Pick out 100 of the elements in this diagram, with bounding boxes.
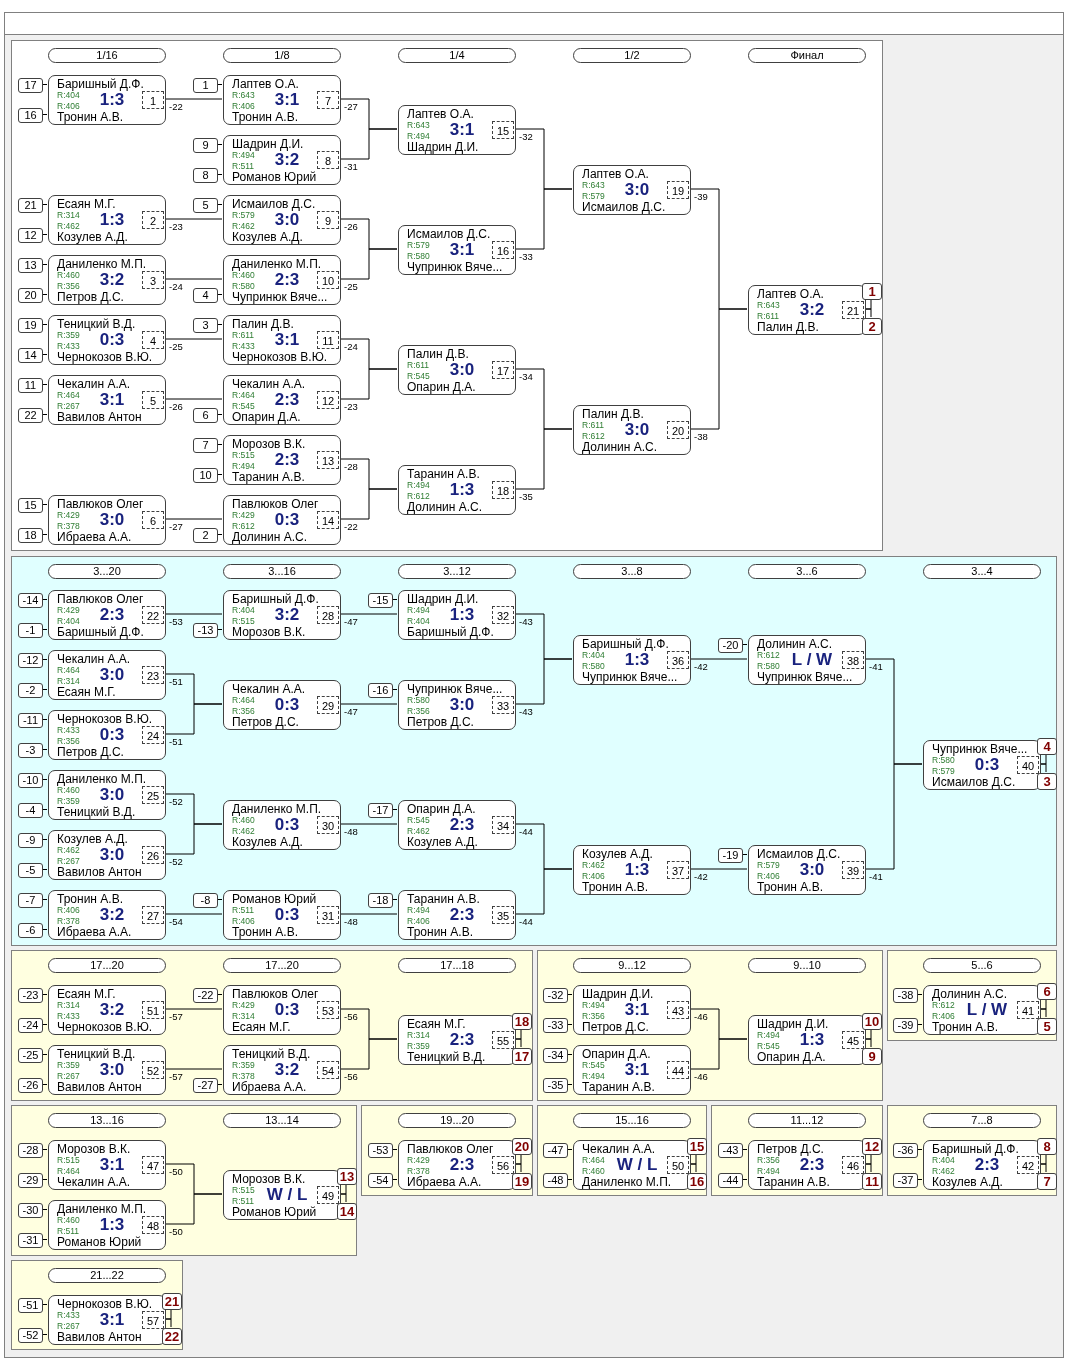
seed-number: -23 [18, 988, 43, 1003]
player-name: Лаптев О.А. [757, 288, 824, 300]
place-number: 19 [512, 1173, 532, 1190]
match-score: 2:3 [798, 1156, 826, 1173]
match-card [573, 1045, 691, 1095]
player-name: Чекалин А.А. [232, 683, 306, 695]
player-name: Есаян М.Г. [232, 1021, 291, 1033]
match-card [748, 285, 866, 335]
edge-label: -50 [168, 1167, 184, 1177]
match-card [48, 75, 166, 125]
round-header: 1/8 [223, 48, 341, 63]
player-rating: R:643 [232, 91, 255, 100]
player-name: Морозов В.К. [232, 438, 306, 450]
connector-line [216, 84, 223, 85]
player-rating: R:460 [232, 816, 255, 825]
edge-label: -25 [168, 342, 184, 352]
edge-label: -38 [693, 432, 709, 442]
match-score: 3:1 [99, 1311, 126, 1328]
seed-number: 11 [18, 378, 43, 393]
edge-label: -23 [168, 222, 184, 232]
match-card [573, 635, 691, 685]
match-number: 14 [317, 511, 339, 529]
match-number: 20 [667, 421, 689, 439]
player-rating: R:612 [232, 522, 255, 531]
seed-number: 13 [18, 258, 43, 273]
match-number: 3 [142, 271, 164, 289]
connector-line [164, 218, 223, 220]
edge-label: -24 [168, 282, 184, 292]
match-card [223, 680, 341, 730]
player-rating: R:511 [232, 906, 255, 915]
edge-label: -25 [343, 282, 359, 292]
connector-line [1039, 1008, 1047, 1018]
connector-line [864, 1163, 872, 1173]
match-number: 11 [317, 331, 339, 349]
match-number: 34 [492, 816, 514, 834]
match-score: 1:3 [98, 211, 126, 228]
edge-label: -56 [343, 1012, 359, 1022]
player-name: Теницкий В.Д. [57, 806, 136, 818]
player-rating: R:545 [757, 1042, 780, 1051]
match-card [48, 1140, 166, 1190]
player-rating: R:494 [407, 906, 430, 915]
match-card [398, 590, 516, 640]
player-rating: R:267 [57, 857, 80, 866]
connector-line [339, 368, 398, 400]
connector-line [514, 1038, 522, 1048]
player-name: Опарин Д.А. [407, 381, 476, 393]
player-name: Даниленко М.П. [57, 1203, 147, 1215]
player-rating: R:580 [757, 662, 780, 671]
match-number: 25 [142, 786, 164, 804]
connector-line [41, 749, 48, 750]
seed-number: -19 [718, 848, 743, 863]
player-name: Ибраева А.А. [407, 1176, 482, 1188]
seed-number: -26 [18, 1078, 43, 1093]
seed-number: 14 [18, 348, 43, 363]
player-rating: R:643 [582, 181, 605, 190]
edge-label: -26 [168, 402, 184, 412]
seed-number: -28 [18, 1143, 43, 1158]
match-score: 3:2 [274, 1061, 300, 1078]
player-rating: R:460 [57, 1216, 80, 1225]
player-name: Петров Д.С. [232, 716, 299, 728]
player-rating: R:356 [582, 1012, 605, 1021]
edge-label: -47 [343, 707, 359, 717]
player-name: Тронин А.В. [57, 111, 123, 123]
player-rating: R:406 [407, 917, 430, 926]
connector-line [41, 534, 48, 535]
connector-line [391, 1149, 398, 1150]
match-score: 0:3 [99, 726, 126, 743]
connector-line [339, 1193, 347, 1203]
player-rating: R:494 [757, 1031, 780, 1040]
round-header: 19...20 [398, 1113, 516, 1128]
match-number: 8 [317, 151, 339, 169]
player-rating: R:462 [232, 222, 255, 231]
player-name: Морозов В.К. [232, 1173, 306, 1185]
match-score: 0:3 [273, 511, 301, 528]
seed-number: -39 [893, 1018, 918, 1033]
match-card [398, 800, 516, 850]
seed-number: 19 [18, 318, 43, 333]
place-number: 4 [1037, 738, 1057, 755]
player-name: Есаян М.Г. [57, 198, 116, 210]
player-rating: R:359 [57, 331, 80, 340]
player-rating: R:429 [57, 511, 80, 520]
player-rating: R:378 [407, 1167, 430, 1176]
connector-line [339, 613, 398, 615]
player-rating: R:267 [57, 402, 80, 411]
match-number: 1 [142, 91, 164, 109]
match-card [573, 405, 691, 455]
player-rating: R:464 [232, 391, 255, 400]
match-number: 56 [492, 1156, 514, 1174]
player-name: Козулев А.Д. [232, 231, 303, 243]
player-rating: R:433 [57, 342, 80, 351]
seed-number: -48 [543, 1173, 568, 1188]
seed-number: -27 [193, 1078, 218, 1093]
match-score: 1:3 [99, 1216, 126, 1233]
connector-line [216, 174, 223, 175]
round-header: Финал [748, 48, 866, 63]
connector-line [864, 763, 923, 870]
player-name: Опарин Д.А. [582, 1048, 651, 1060]
player-name: Тронин А.В. [932, 1021, 998, 1033]
match-card [923, 740, 1041, 790]
player-rating: R:460 [57, 271, 80, 280]
